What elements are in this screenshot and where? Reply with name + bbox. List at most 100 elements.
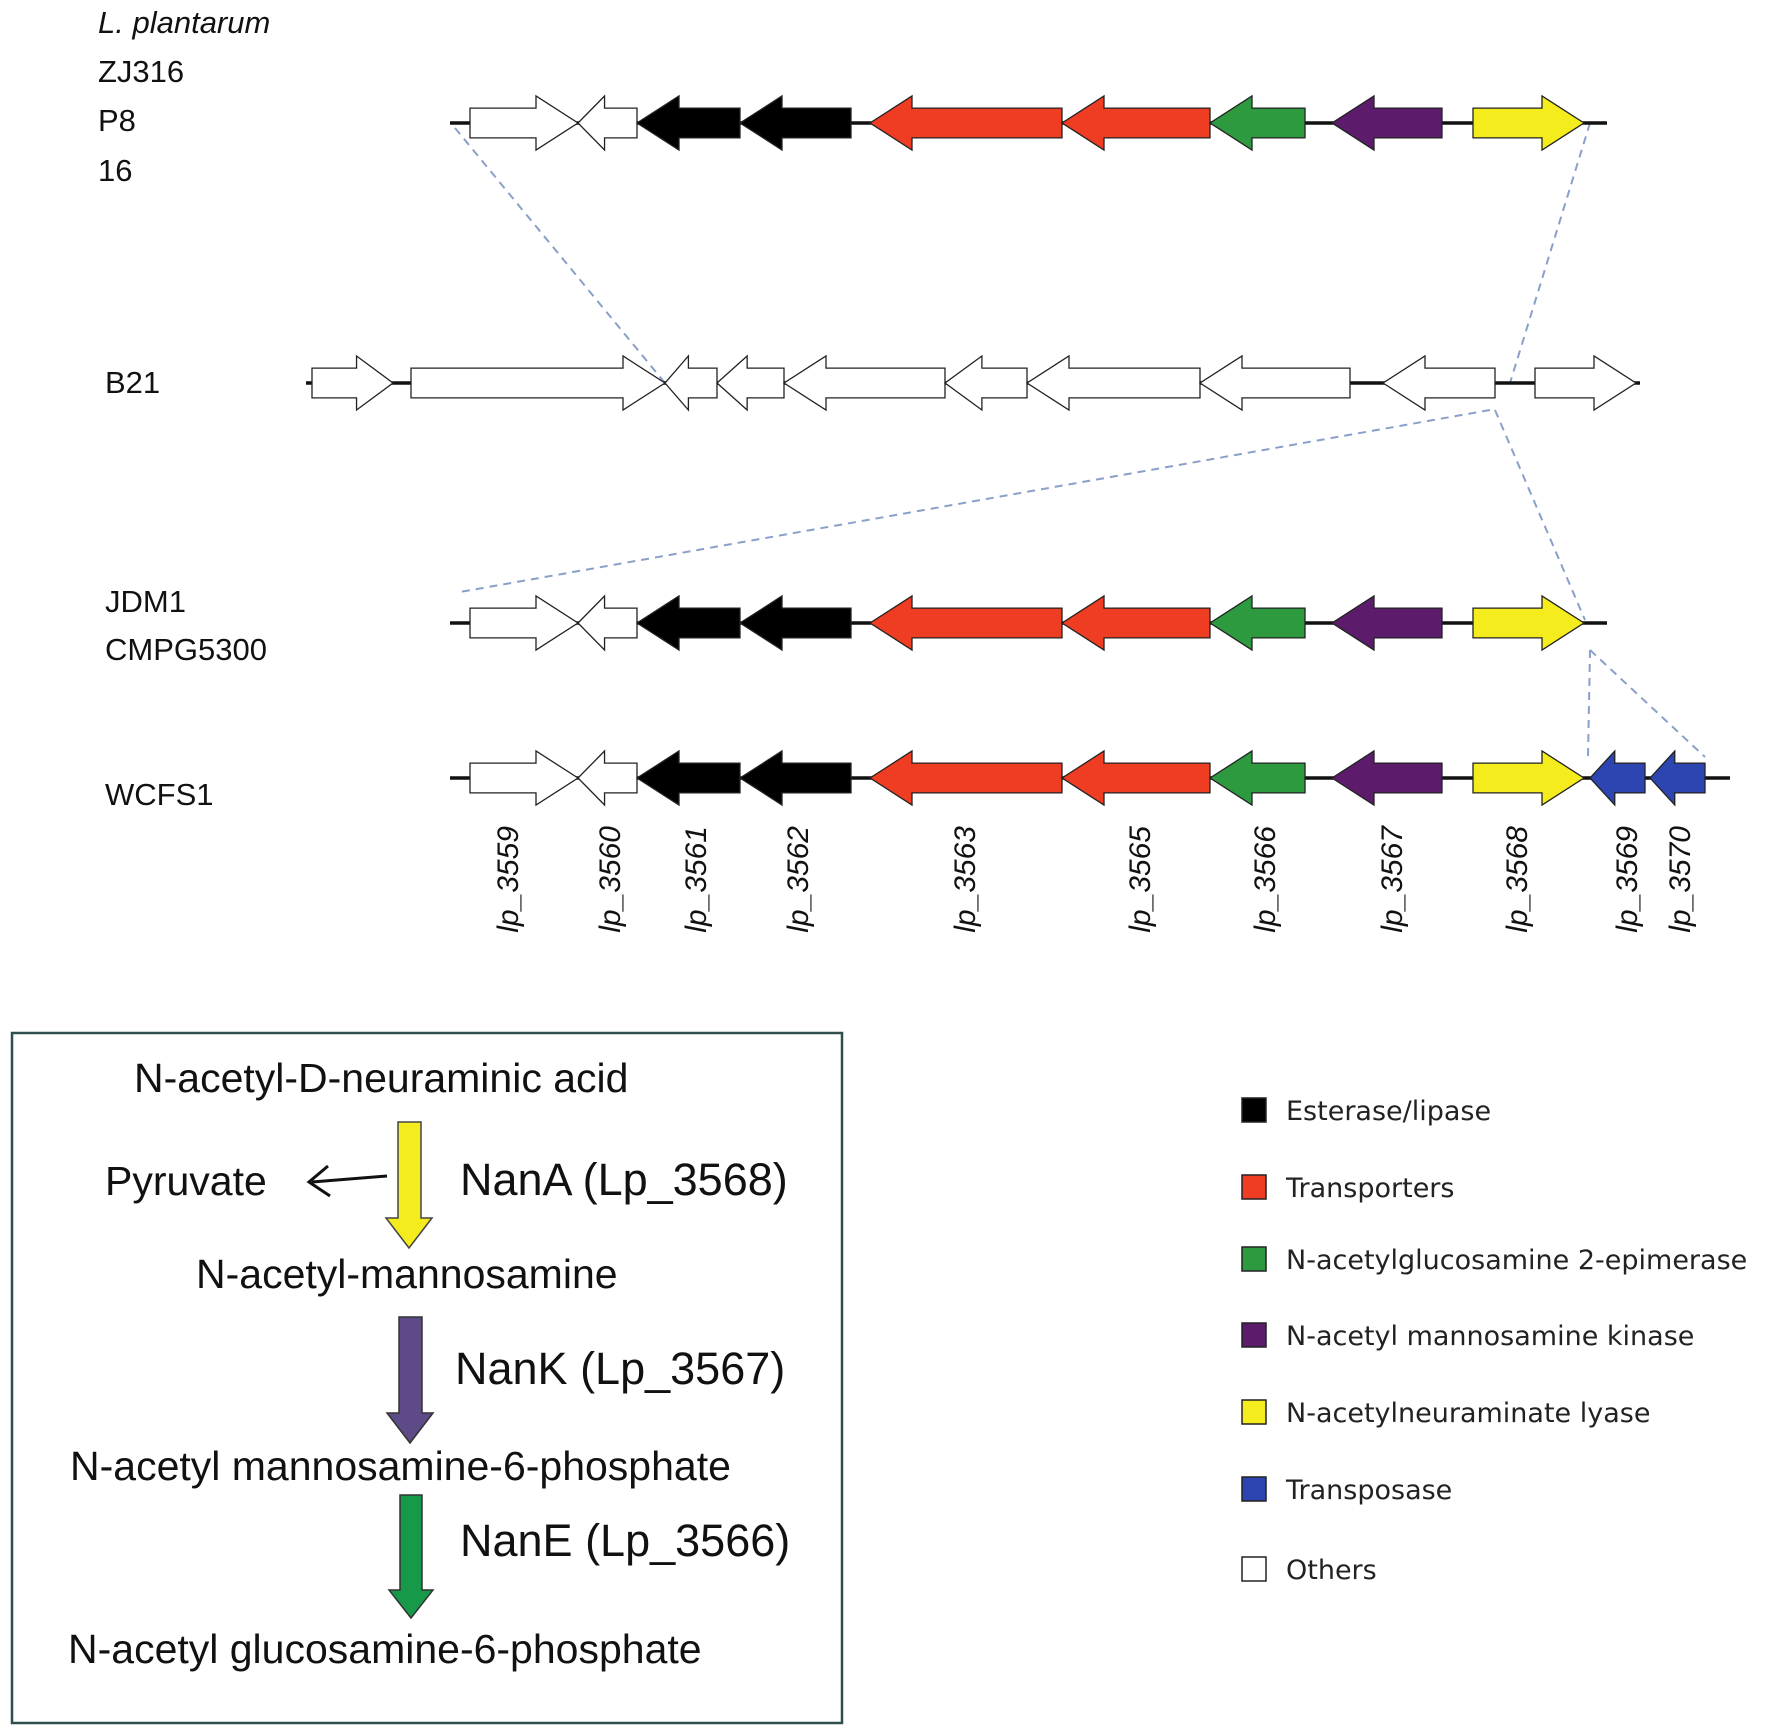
legend-swatch [1241, 1322, 1267, 1348]
legend-swatch [1241, 1097, 1267, 1123]
legend-item: Transposase [1241, 1475, 1452, 1506]
dashed-connector [1589, 649, 1706, 758]
strain-label-p8: P8 [98, 103, 136, 138]
strain-label-cmpg5300: CMPG5300 [105, 632, 267, 667]
other-gene-arrow [577, 594, 638, 652]
legend-label: Esterase/lipase [1286, 1096, 1491, 1127]
compound-mannac: N-acetyl-mannosamine [196, 1251, 618, 1297]
nana-arrow-icon [384, 1121, 434, 1250]
legend-label: Transporters [1285, 1173, 1454, 1204]
esterase-gene-arrow [738, 594, 852, 652]
gene-id-label: lp_3570 [1664, 826, 1697, 933]
gene-id-label: lp_3563 [949, 826, 982, 933]
gene-id-label: lp_3568 [1501, 826, 1534, 933]
gene-id-label: lp_3565 [1124, 826, 1157, 933]
transporter-gene-arrow [1060, 94, 1211, 152]
legend-label: N-acetylglucosamine 2-epimerase [1286, 1245, 1747, 1276]
pathway-panel: N-acetyl-D-neuraminic acid Pyruvate NanA… [10, 1031, 844, 1725]
track-jdm1 [450, 594, 1607, 652]
compound-glcnac-6p: N-acetyl glucosamine-6-phosphate [68, 1626, 702, 1672]
transporter-gene-arrow [868, 749, 1063, 807]
dashed-connector [459, 409, 1491, 593]
track-b21 [306, 354, 1640, 412]
other-gene-arrow [943, 354, 1028, 412]
dashed-connector [454, 127, 666, 384]
lyase-gene-arrow [1472, 94, 1586, 152]
gene-id-label: lp_3560 [594, 826, 627, 933]
gene-tracks [306, 94, 1730, 807]
enzyme-nank: NanK (Lp_3567) [455, 1343, 785, 1394]
transporter-gene-arrow [1060, 594, 1211, 652]
compound-mannac-6p: N-acetyl mannosamine-6-phosphate [70, 1443, 731, 1489]
synteny-connectors [454, 122, 1706, 758]
strain-label-zj316: ZJ316 [98, 54, 184, 89]
esterase-gene-arrow [635, 594, 741, 652]
enzyme-nana: NanA (Lp_3568) [460, 1154, 788, 1205]
esterase-gene-arrow [635, 749, 741, 807]
other-gene-arrow [469, 94, 580, 152]
legend-item: N-acetylneuraminate lyase [1241, 1398, 1650, 1429]
kinase-gene-arrow [1330, 594, 1443, 652]
legend-item: Transporters [1241, 1173, 1454, 1204]
gene-id-label: lp_3567 [1376, 825, 1409, 933]
pyruvate-label: Pyruvate [105, 1158, 267, 1204]
gene-id-label: lp_3566 [1249, 826, 1282, 933]
legend-item: N-acetylglucosamine 2-epimerase [1241, 1245, 1747, 1276]
transporter-gene-arrow [868, 94, 1063, 152]
transporter-gene-arrow [868, 594, 1063, 652]
pyruvate-arrow-icon [306, 1164, 388, 1198]
dashed-connector [1509, 122, 1591, 384]
transporter-gene-arrow [1060, 749, 1211, 807]
strain-label-b21: B21 [105, 365, 160, 400]
dashed-connector [1587, 649, 1591, 758]
transposase-gene-arrow [1589, 749, 1646, 807]
kinase-gene-arrow [1330, 749, 1443, 807]
lyase-gene-arrow [1472, 749, 1586, 807]
legend-swatch [1241, 1246, 1267, 1272]
other-gene-arrow [716, 354, 785, 412]
legend-item: Others [1241, 1555, 1377, 1586]
esterase-gene-arrow [635, 94, 741, 152]
other-gene-arrow [410, 354, 667, 412]
other-gene-arrow [664, 354, 718, 412]
epimerase-gene-arrow [1208, 749, 1306, 807]
strain-label-16: 16 [98, 153, 132, 188]
other-gene-arrow [782, 354, 946, 412]
esterase-gene-arrow [738, 94, 852, 152]
gene-id-label: lp_3562 [782, 826, 815, 933]
enzyme-nane: NanE (Lp_3566) [460, 1515, 790, 1566]
legend-swatch [1241, 1556, 1267, 1582]
gene-id-label: lp_3561 [680, 826, 713, 933]
legend-swatch [1241, 1476, 1267, 1502]
dashed-connector [1494, 409, 1586, 621]
other-gene-arrow [577, 749, 638, 807]
track-wcfs1 [450, 749, 1730, 807]
strain-label-wcfs1: WCFS1 [105, 777, 214, 812]
legend-item: N-acetyl mannosamine kinase [1241, 1321, 1694, 1352]
legend-label: Others [1286, 1555, 1377, 1586]
pathway-box [10, 1031, 844, 1725]
other-gene-arrow [1381, 354, 1496, 412]
nank-arrow-icon [385, 1316, 435, 1445]
epimerase-gene-arrow [1208, 594, 1306, 652]
strain-label-jdm1: JDM1 [105, 584, 186, 619]
track-row1 [450, 94, 1607, 152]
epimerase-gene-arrow [1208, 94, 1306, 152]
lyase-gene-arrow [1472, 594, 1586, 652]
other-gene-arrow [311, 354, 395, 412]
other-gene-arrow [577, 94, 638, 152]
species-label: L. plantarum [98, 5, 270, 40]
other-gene-arrow [1534, 354, 1638, 412]
compound-neu5ac: N-acetyl-D-neuraminic acid [134, 1055, 628, 1101]
kinase-gene-arrow [1330, 94, 1443, 152]
other-gene-arrow [1198, 354, 1351, 412]
legend-label: N-acetylneuraminate lyase [1286, 1398, 1650, 1429]
gene-id-label: lp_3569 [1611, 826, 1644, 933]
nane-arrow-icon [387, 1494, 435, 1620]
legend-swatch [1241, 1174, 1267, 1200]
other-gene-arrow [469, 594, 580, 652]
other-gene-arrow [1025, 354, 1201, 412]
legend-swatch [1241, 1399, 1267, 1425]
